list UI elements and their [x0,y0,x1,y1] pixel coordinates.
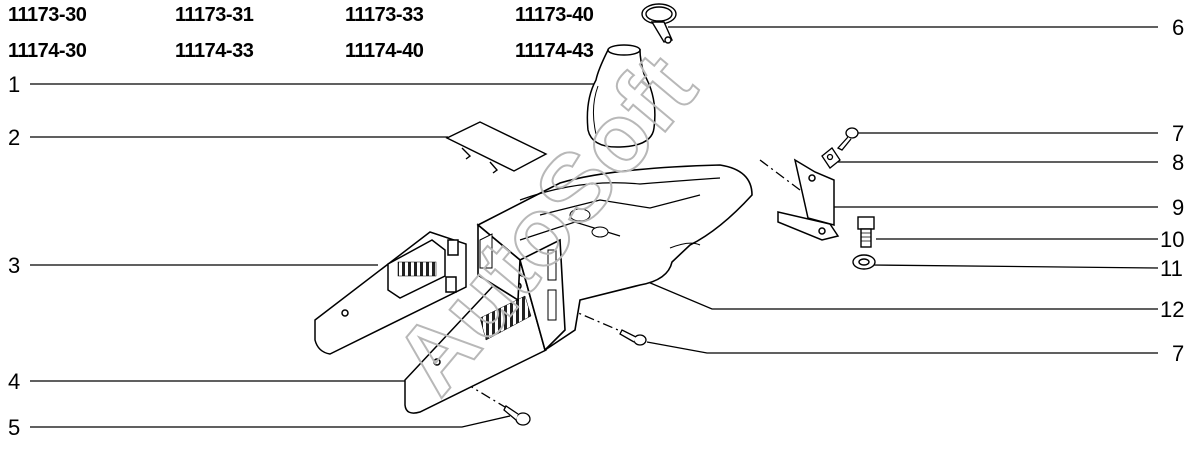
model-number: 11173-30 [8,4,87,26]
callout-8: 8 [1172,150,1185,175]
cover-plate [445,121,548,174]
clip-nut [821,147,841,169]
model-number: 11174-33 [175,40,254,62]
leader-line-5 [30,415,511,428]
washer [852,254,876,270]
callout-4: 4 [8,369,21,394]
gear-lever-boot [586,44,656,148]
callout-5: 5 [8,415,21,440]
screw-upper [836,127,859,151]
bolt [857,216,875,248]
callout-9: 9 [1172,195,1185,220]
model-number: 11173-40 [515,4,594,26]
callout-3: 3 [8,253,21,278]
leader-line-7b [646,341,1158,354]
callout-11: 11 [1160,256,1183,281]
model-number: 11174-40 [345,40,424,62]
callout-12: 12 [1160,297,1185,322]
hose-clamp [641,3,677,44]
callout-6: 6 [1172,15,1185,40]
screw-bottom [503,405,531,426]
callout-7-upper: 7 [1172,121,1185,146]
callout-10: 10 [1160,227,1185,252]
center-console [476,164,753,352]
mounting-bracket [777,158,840,241]
left-side-panel [314,231,467,355]
screw-lower [619,329,647,346]
callout-1: 1 [8,72,21,97]
model-number: 11173-33 [345,4,424,26]
model-number: 11174-43 [515,40,594,62]
callout-7-lower: 7 [1172,341,1185,366]
model-number: 11174-30 [8,40,87,62]
leader-line-11 [869,264,1159,269]
model-number: 11173-31 [175,4,254,26]
leader-line-12 [647,281,1158,310]
callout-2: 2 [8,125,21,150]
